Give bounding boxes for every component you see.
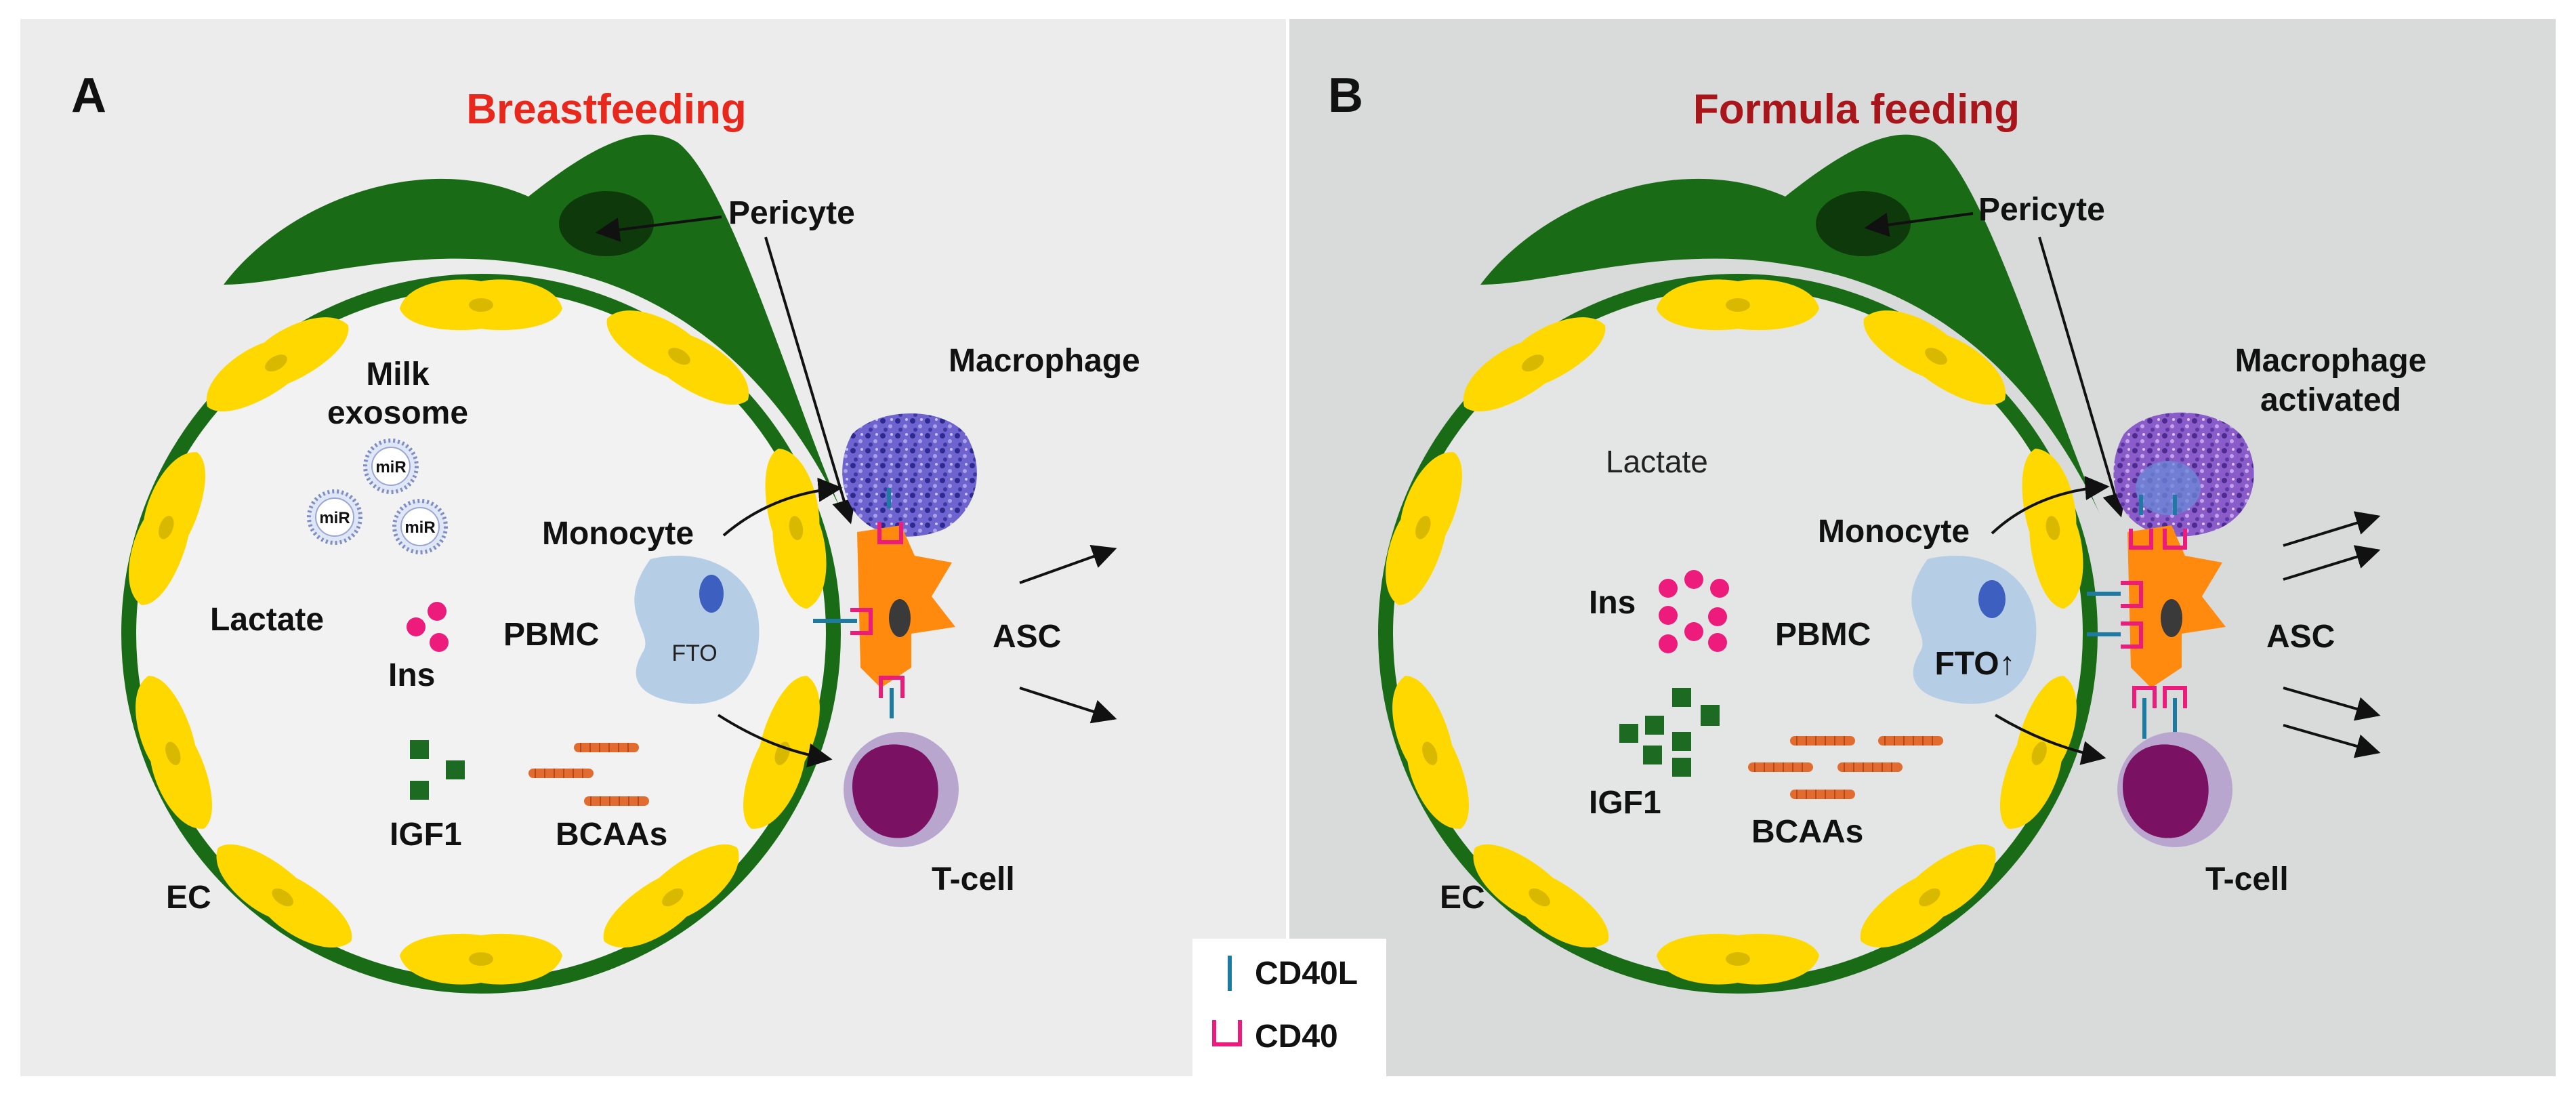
cd40l-receptor-icon (813, 488, 894, 718)
arrow-icon (2038, 237, 2127, 518)
lactate-label-b: Lactate (1606, 444, 1708, 479)
panel-b-title: Formula feeding (1693, 86, 2020, 133)
tcell-cell-b (2123, 744, 2209, 838)
arrow-icon (1991, 476, 2110, 535)
mir-exosome-icon: miR (394, 501, 446, 552)
monocyte-nucleus-a (699, 575, 724, 613)
monocyte-cell-a (634, 555, 760, 704)
monocyte-nucleus-b (1978, 580, 2006, 618)
legend-cd40-label: CD40 (1255, 1019, 1338, 1055)
lactate-label-a: Lactate (210, 602, 324, 638)
asc-label-a: ASC (993, 619, 1061, 655)
arrow-icon (2283, 687, 2381, 721)
svg-text:miR: miR (319, 509, 350, 527)
pericyte-a (224, 134, 844, 516)
monocyte-cell-b (1911, 555, 2037, 704)
asc-nucleus-a (889, 599, 911, 637)
igf1-label-a: IGF1 (390, 817, 462, 853)
pericyte-nucleus-b (1816, 191, 1911, 256)
macrophage-inner-b (2136, 461, 2201, 515)
cd40-receptor-icon (850, 522, 905, 698)
cd40-receptor-icon (1212, 1020, 1242, 1046)
tcell-cell-a (852, 744, 938, 838)
tcell-label-b: T-cell (2205, 861, 2289, 897)
bcaas-label-a: BCAAs (556, 817, 667, 853)
tcell-label-a: T-cell (932, 861, 1015, 897)
fto-label-a: FTO (671, 640, 717, 666)
mir-exosome-icon: miR (365, 441, 417, 492)
arrow-icon (595, 216, 722, 242)
macrophage-cell-a (842, 413, 977, 537)
igf1-label-b: IGF1 (1589, 785, 1661, 821)
mir-exosome-icon: miR (309, 491, 360, 543)
asc-nucleus-b (2161, 599, 2182, 637)
pericyte-label-b: Pericyte (1978, 192, 2105, 228)
svg-text:miR: miR (375, 458, 406, 476)
macrophage-label-b-line1: Macrophage (2235, 343, 2427, 379)
milk-exosome-label-line1: Milk (366, 356, 430, 392)
arrow-icon (764, 237, 856, 525)
fto-label-b: FTO↑ (1934, 646, 2015, 682)
pbmc-label-b: PBMC (1775, 617, 1871, 653)
bcaas-label-b: BCAAs (1751, 814, 1863, 850)
pericyte-b (1480, 134, 2100, 516)
panel-a-title: Breastfeeding (466, 86, 746, 133)
arrow-icon (1864, 212, 1974, 237)
legend-cd40l-label: CD40L (1255, 956, 1358, 992)
pbmc-label-a: PBMC (503, 617, 599, 653)
arrow-icon (2283, 545, 2381, 581)
arrow-icon (1019, 544, 1117, 584)
cd40l-receptor-icon (2087, 495, 2177, 739)
arrow-icon (722, 477, 843, 537)
arrow-icon (717, 714, 833, 768)
arrow-icon (1019, 687, 1117, 724)
arrow-icon (2283, 724, 2381, 758)
arrow-icon (2283, 511, 2381, 547)
svg-text:miR: miR (404, 518, 435, 537)
panel-a-letter: A (71, 68, 106, 123)
cd40-receptor-icon (2121, 529, 2187, 708)
legend-box (1192, 939, 1386, 1081)
panel-b-letter: B (1328, 68, 1363, 123)
pericyte-nucleus-a (559, 191, 654, 256)
igf1-squares-b (1619, 688, 1720, 777)
milk-exosome-label-line2: exosome (327, 395, 468, 431)
macrophage-label-b-line2: activated (2260, 382, 2401, 418)
ec-label-b: EC (1440, 880, 1485, 916)
monocyte-label-a: Monocyte (542, 516, 694, 552)
asc-label-b: ASC (2266, 619, 2335, 655)
monocyte-label-b: Monocyte (1818, 514, 1970, 550)
pericyte-label-a: Pericyte (728, 195, 855, 231)
ins-label-a: Ins (388, 657, 435, 693)
macrophage-label-a: Macrophage (949, 343, 1140, 379)
ec-label-a: EC (166, 880, 211, 916)
arrow-icon (1994, 714, 2106, 765)
insulin-dots-a (407, 602, 449, 652)
insulin-dots-b (1659, 570, 1729, 653)
igf1-squares-a (410, 740, 465, 800)
ins-label-b: Ins (1589, 585, 1636, 621)
